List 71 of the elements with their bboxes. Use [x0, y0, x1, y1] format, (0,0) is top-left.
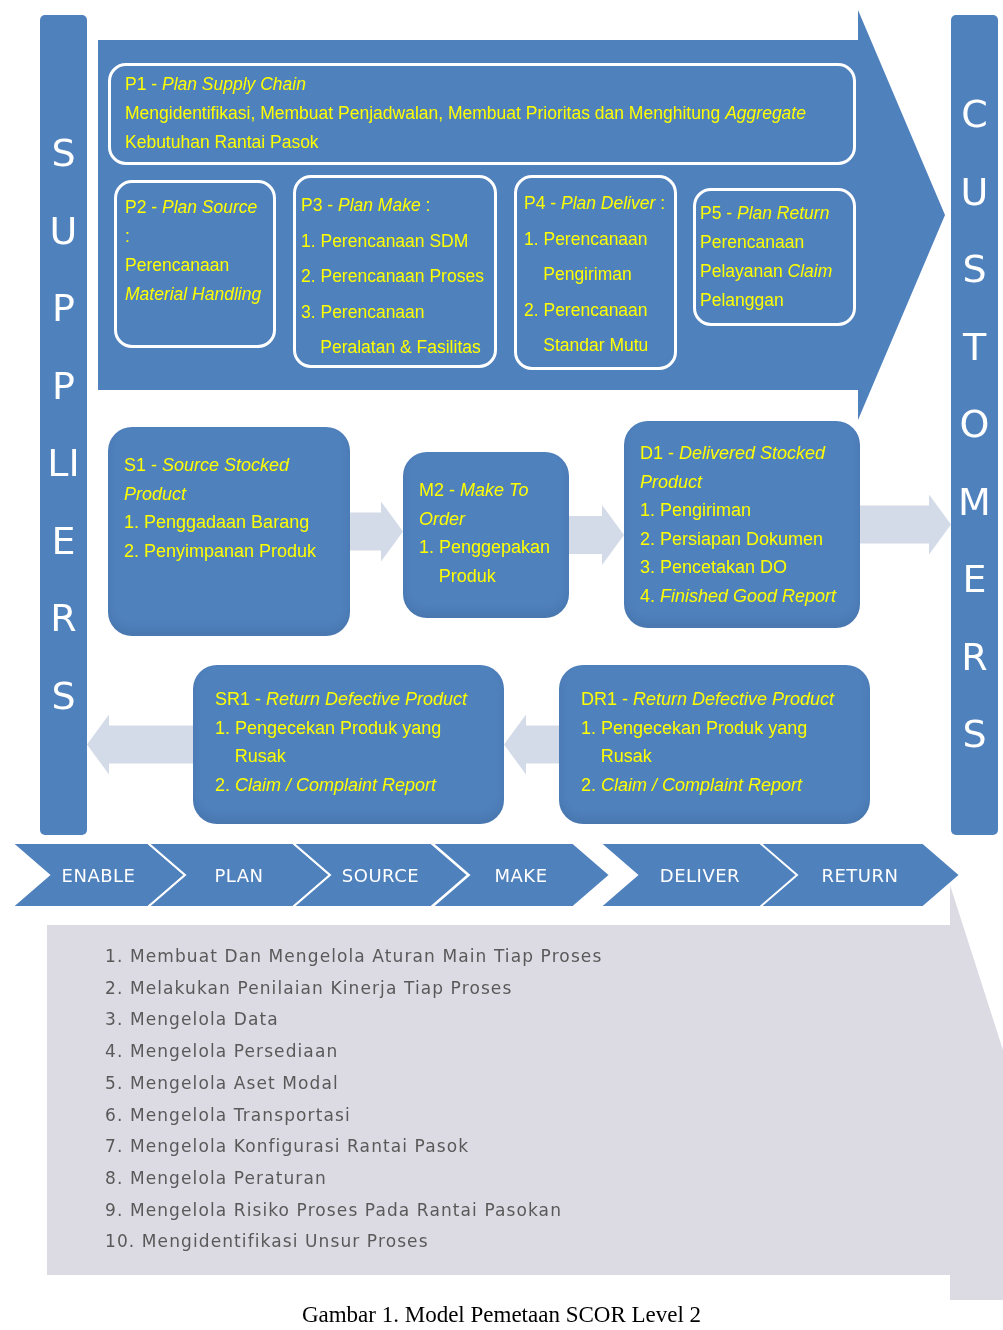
box-heading: P1 - Plan Supply Chain: [125, 73, 307, 96]
box-text: Mengidentifikasi, Membuat Penjadwalan, Membuat Prioritas dan Menghitung Aggregate Kebutuhan Rantai Pasok: [125, 102, 807, 154]
box-heading: S1 - Source Stocked Product: [124, 454, 291, 506]
list-item: 9. Mengelola Risiko Proses Pada Rantai Pasokan: [105, 1198, 562, 1222]
plan-box: [108, 63, 856, 165]
list-item: 4. Mengelola Persediaan: [105, 1040, 339, 1064]
box-heading: D1 - Delivered Stocked Product: [640, 442, 827, 494]
box-text: 2. Perencanaan Standar Mutu: [524, 298, 650, 357]
step-label: MAKE: [494, 864, 548, 886]
box-heading: P4 - Plan Deliver :: [524, 192, 667, 215]
box-text: 4. Finished Good Report: [640, 584, 838, 608]
figure-caption: Gambar 1. Model Pemetaan SCOR Level 2: [301, 1302, 702, 1327]
box-heading: DR1 - Return Defective Product: [581, 688, 836, 711]
box-text: 2. Claim / Complaint Report: [581, 773, 804, 797]
box-text: 1. Pengecekan Produk yang Rusak: [581, 716, 809, 768]
process-box: [193, 665, 504, 824]
vertical-label: CUSTOMERS: [957, 91, 992, 759]
chevron-step: [293, 843, 468, 907]
list-item: 5. Mengelola Aset Modal: [105, 1071, 339, 1095]
box-text: 2. Persiapan Dokumen: [640, 527, 825, 551]
list-item: 2. Melakukan Penilaian Kinerja Tiap Proses: [105, 976, 513, 1000]
step-label: RETURN: [821, 864, 899, 886]
chevron-step: [432, 843, 610, 907]
box-heading: SR1 - Return Defective Product: [215, 688, 469, 711]
block-arrow: [87, 714, 193, 775]
box-text: 2. Penyimpanan Produk: [124, 539, 318, 563]
chevron-step: [148, 843, 330, 907]
side-bar: [40, 15, 87, 835]
box-text: 1. Penggadaan Barang: [124, 511, 311, 534]
block-arrow: [350, 501, 403, 562]
step-label: PLAN: [214, 864, 264, 886]
list-band: [47, 885, 1003, 1300]
step-label: ENABLE: [61, 864, 136, 886]
plan-box: [514, 175, 677, 370]
plan-box: [693, 188, 856, 326]
block-arrow: [569, 505, 624, 565]
box-text: 1. Penggepakan Produk: [419, 536, 552, 588]
box-heading: M2 - Make To Order: [419, 479, 530, 531]
box-text: 1. Perencanaan SDM: [301, 229, 470, 253]
block-arrow: [860, 494, 951, 555]
box-heading: P3 - Plan Make :: [301, 194, 432, 217]
process-box: [559, 665, 870, 824]
process-box: [108, 427, 350, 636]
block-arrow: [504, 714, 559, 775]
list-item: 1. Membuat Dan Mengelola Aturan Main Tiap Proses: [105, 945, 603, 968]
list-item: 6. Mengelola Transportasi: [105, 1103, 351, 1127]
list-item: 8. Mengelola Peraturan: [105, 1166, 327, 1190]
vertical-label: SUPPLIERS: [46, 130, 81, 720]
process-box: [403, 452, 569, 618]
list-item: 3. Mengelola Data: [105, 1008, 279, 1032]
chevron-step: [760, 843, 960, 907]
plan-box: [114, 180, 276, 348]
side-bar: [951, 15, 998, 835]
box-text: 1. Perencanaan Pengiriman: [524, 227, 649, 286]
box-text: 1. Pengiriman: [640, 499, 753, 522]
box-text: 3. Pencetakan DO: [640, 556, 789, 579]
list-item: 7. Mengelola Konfigurasi Rantai Pasok: [105, 1135, 470, 1159]
process-box: [624, 421, 860, 628]
step-label: DELIVER: [659, 864, 741, 886]
step-label: SOURCE: [341, 864, 420, 886]
box-text: Perencanaan Material Handling: [125, 254, 263, 306]
list-item: 10. Mengidentifikasi Unsur Proses: [105, 1230, 429, 1254]
box-text: 1. Pengecekan Produk yang Rusak: [215, 716, 443, 768]
box-text: 3. Perencanaan Peralatan & Fasilitas: [301, 300, 482, 359]
box-heading: P2 - Plan Source :: [125, 196, 259, 248]
plan-box: [293, 175, 497, 368]
chevron-step: [12, 843, 185, 907]
box-heading: P5 - Plan Return: [700, 202, 831, 225]
box-text: 2. Claim / Complaint Report: [215, 773, 438, 797]
box-text: Perencanaan Pelayanan Claim Pelanggan: [700, 231, 834, 312]
box-text: 2. Perencanaan Proses: [301, 265, 485, 288]
